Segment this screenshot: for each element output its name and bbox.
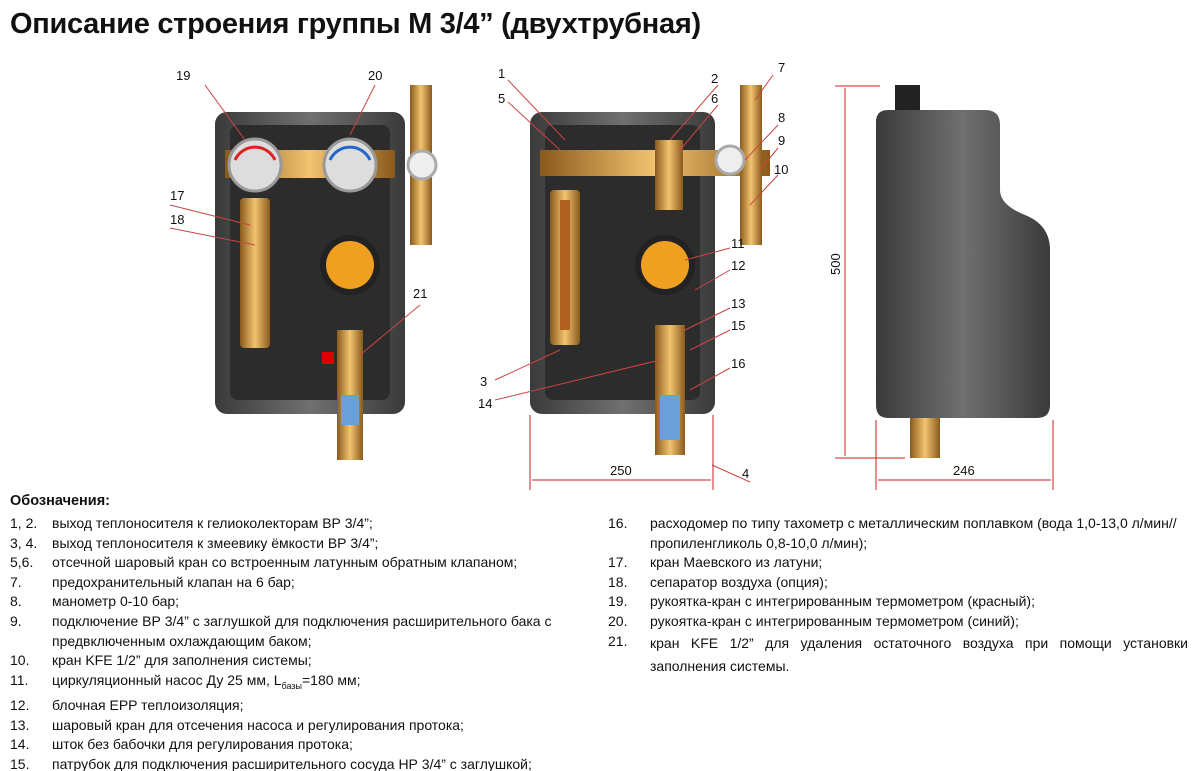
legend-text: рукоятка-кран с интегрированным термомет…	[650, 593, 1035, 610]
legend-text: рукоятка-кран с интегрированным термомет…	[650, 612, 1019, 629]
legend-text: подключение ВР 3/4” с заглушкой для подк…	[52, 612, 552, 649]
legend-num: 18.	[608, 573, 628, 590]
legend-item: 11. циркуляционный насос Ду 25 мм, Lбазы=…	[10, 671, 600, 696]
legend-item: 12. блочная EPP теплоизоляция;	[10, 696, 600, 716]
callout-19: 19	[176, 68, 190, 83]
callout-6: 6	[711, 91, 718, 106]
page-title: Описание строения группы М 3/4” (двухтру…	[10, 8, 701, 40]
legend-num: 15.	[10, 755, 30, 771]
legend-text: кран Маевского из латуни;	[650, 554, 823, 571]
legend-text: кран KFE 1/2” для удаления остаточного в…	[650, 634, 1188, 674]
legend-item: 9. подключение ВР 3/4” с заглушкой для по…	[10, 612, 600, 651]
legend-num: 16.	[608, 515, 628, 531]
callout-4: 4	[742, 466, 749, 481]
callout-14: 14	[478, 396, 492, 411]
legend-num: 20.	[608, 612, 628, 629]
legend-right-column: 16. расходомер по типу тахометр с металли…	[608, 514, 1188, 678]
legend-item: 15. патрубок для подключения расширительн…	[10, 755, 600, 771]
callout-8: 8	[778, 110, 785, 125]
legend-text: шаровый кран для отсечения насоса и регу…	[52, 716, 464, 733]
legend-text: отсечной шаровый кран со встроенным лату…	[52, 554, 518, 571]
legend-text: расходомер по типу тахометр с металличес…	[650, 515, 1177, 551]
callout-12: 12	[731, 258, 745, 273]
legend-item: 18. сепаратор воздуха (опция);	[608, 573, 1188, 593]
dimension-width-246: 246	[953, 463, 975, 478]
callout-1: 1	[498, 66, 505, 81]
assembly-diagram: 19 20 17 18 21	[169, 60, 1054, 490]
legend-item: 16. расходомер по типу тахометр с металли…	[608, 514, 1188, 553]
pump-icon	[326, 241, 374, 289]
dimension-height-500: 500	[828, 253, 843, 275]
legend-item: 19. рукоятка-кран с интегрированным термо…	[608, 592, 1188, 612]
legend-item: 8. манометр 0-10 бар;	[10, 592, 600, 612]
legend-num: 9.	[10, 612, 22, 629]
legend-item: 5,6. отсечной шаровый кран со встроенным …	[10, 553, 600, 573]
legend-subscript: базы	[281, 680, 302, 691]
legend-item: 20. рукоятка-кран с интегрированным термо…	[608, 612, 1188, 632]
callout-16: 16	[731, 356, 745, 371]
legend-item: 17. кран Маевского из латуни;	[608, 553, 1188, 573]
legend-text-part: циркуляционный насос Ду 25 мм, L	[52, 671, 282, 688]
legend-num: 12.	[10, 697, 30, 714]
callout-2: 2	[711, 71, 718, 86]
manometer-icon	[714, 144, 746, 176]
legend-item: 3, 4. выход теплоносителя к змеевику ёмко…	[10, 534, 600, 554]
legend-num: 13.	[10, 716, 30, 733]
callout-3: 3	[480, 374, 487, 389]
legend-text: предохранительный клапан на 6 бар;	[52, 573, 295, 590]
legend-title: Обозначения:	[10, 493, 111, 509]
legend-num: 14.	[10, 736, 30, 753]
legend-item: 14. шток без бабочки для регулирования пр…	[10, 735, 600, 755]
legend-num: 11.	[10, 671, 29, 688]
legend-num: 17.	[608, 554, 628, 571]
legend-item: 13. шаровый кран для отсечения насоса и р…	[10, 716, 600, 736]
legend-num: 21.	[608, 632, 628, 649]
callout-21: 21	[413, 286, 427, 301]
legend-num: 7.	[10, 573, 22, 590]
legend-num: 8.	[10, 593, 22, 610]
legend-item: 10. кран KFE 1/2” для заполнения системы;	[10, 651, 600, 671]
callout-17: 17	[170, 188, 184, 203]
legend-item: 21. кран KFE 1/2” для удаления остаточног…	[608, 632, 1188, 678]
legend-left-column: 1, 2. выход теплоносителя к гелиоколектор…	[10, 514, 600, 771]
legend-text: сепаратор воздуха (опция);	[650, 573, 828, 590]
callout-18: 18	[170, 212, 184, 227]
legend-text-part: =180 мм;	[301, 671, 361, 688]
sectional-view: 1 5 2 6 7 8 9 10 11 12 13 15 16 3 14 4 2…	[478, 60, 788, 490]
air-separator-icon	[240, 198, 270, 348]
legend-text: циркуляционный насос Ду 25 мм, Lбазы=180…	[52, 671, 600, 696]
callout-5: 5	[498, 91, 505, 106]
legend-text: кран KFE 1/2” для заполнения системы;	[52, 652, 312, 669]
legend-num: 10.	[10, 652, 30, 669]
legend-text: выход теплоносителя к змеевику ёмкости В…	[52, 534, 379, 551]
callout-7: 7	[778, 60, 785, 75]
legend-text: выход теплоносителя к гелиоколекторам ВР…	[52, 515, 373, 531]
legend-num: 5,6.	[10, 554, 34, 571]
callout-11: 11	[731, 236, 745, 251]
legend-num: 1, 2.	[10, 515, 38, 531]
legend-text: блочная EPP теплоизоляция;	[52, 697, 244, 714]
legend-num: 3, 4.	[10, 534, 38, 551]
callout-20: 20	[368, 68, 382, 83]
legend-text: патрубок для подключения расширительного…	[52, 755, 532, 771]
legend-item: 7. предохранительный клапан на 6 бар;	[10, 573, 600, 593]
callout-13: 13	[731, 296, 745, 311]
front-view: 19 20 17 18 21	[169, 68, 438, 460]
dimension-width-250: 250	[610, 463, 632, 478]
callout-10: 10	[774, 162, 788, 177]
callout-9: 9	[778, 133, 785, 148]
legend-num: 19.	[608, 593, 628, 610]
side-view: 500 246	[828, 85, 1054, 490]
legend-text: манометр 0-10 бар;	[52, 593, 180, 610]
callout-15: 15	[731, 318, 745, 333]
legend-text: шток без бабочки для регулирования прото…	[52, 736, 353, 753]
legend-item: 1, 2. выход теплоносителя к гелиоколектор…	[10, 514, 600, 534]
